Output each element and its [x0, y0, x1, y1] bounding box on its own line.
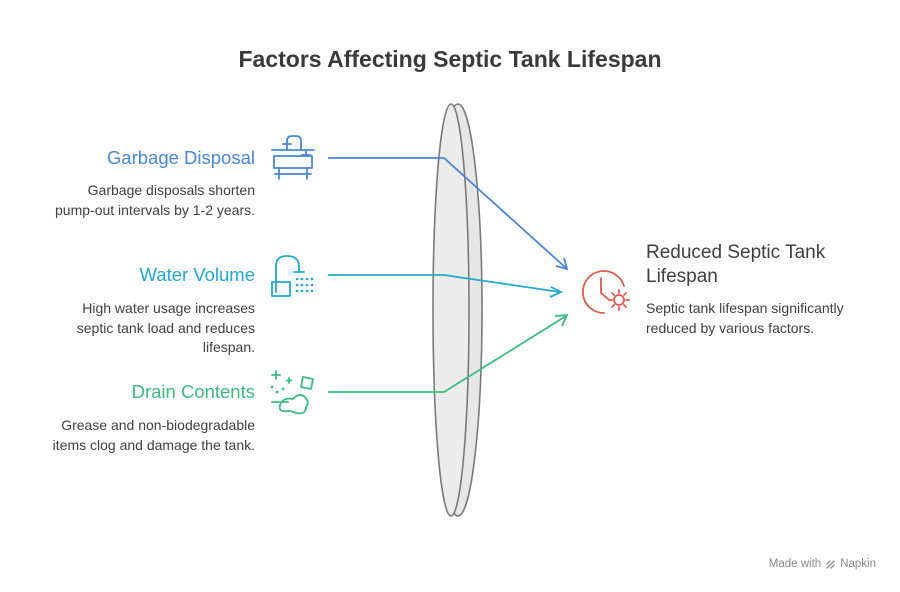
connector-drain [328, 313, 569, 393]
spill-icon [270, 370, 314, 415]
diagram-title: Factors Affecting Septic Tank Lifespan [238, 46, 662, 72]
sink-faucet-icon [271, 135, 315, 180]
factor-desc-water-volume: High water usage increases septic tank l… [76, 300, 255, 355]
footer-brand: Napkin [840, 558, 876, 570]
factor-desc-garbage-disposal: Garbage disposals shorten pump-out inter… [55, 182, 255, 218]
footer-attribution: Made with Napkin [769, 558, 876, 570]
shower-faucet-icon [271, 255, 314, 297]
napkin-logo-icon [826, 559, 835, 569]
result-title: Reduced Septic Tank Lifespan [646, 242, 826, 287]
factor-title-water-volume: Water Volume [139, 264, 256, 285]
factor-desc-drain-contents: Grease and non-biodegradable items clog … [52, 417, 255, 453]
clock-gear-icon [581, 270, 630, 314]
connector-water [328, 274, 564, 298]
lens-shape [432, 103, 483, 517]
connector-garbage [328, 157, 569, 271]
result-desc: Septic tank lifespan significantly reduc… [646, 300, 844, 336]
factor-title-garbage-disposal: Garbage Disposal [106, 147, 255, 168]
factor-title-drain-contents: Drain Contents [131, 381, 255, 402]
footer-made-with: Made with [768, 558, 822, 570]
